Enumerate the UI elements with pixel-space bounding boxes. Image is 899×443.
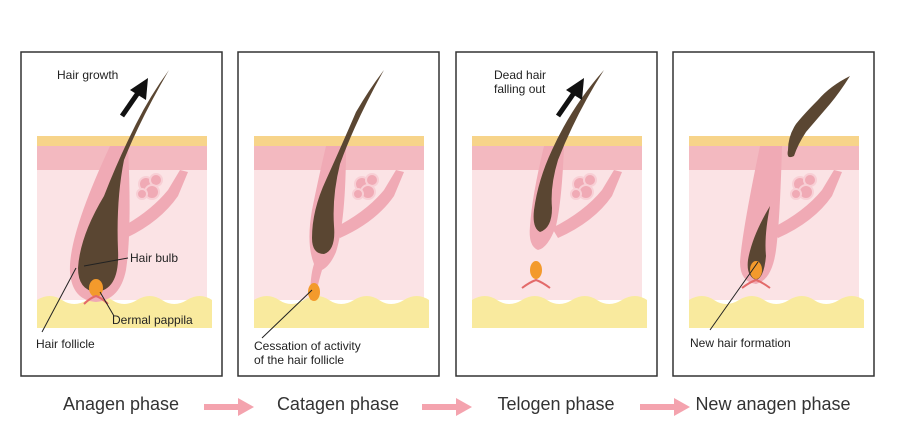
dermal-papilla-shape [530, 261, 542, 279]
falling-arrow-head [566, 78, 584, 100]
cessation-label-line2: of the hair follicle [254, 353, 344, 367]
hair-follicle-label: Hair follicle [36, 337, 95, 351]
hair-growth-label: Hair growth [57, 68, 118, 82]
panel-new-anagen: New hair formation [672, 51, 875, 377]
leader-hair-follicle [41, 267, 77, 333]
panel-telogen: Dead hair falling out [455, 51, 658, 377]
transition-arrow-icon [422, 398, 472, 416]
epidermis-top-layer [254, 136, 424, 146]
growth-arrow-head [130, 78, 148, 100]
fat-layer [472, 296, 647, 328]
sebaceous-gland [352, 173, 379, 200]
sebaceous-gland [790, 173, 817, 200]
hair-bulb-label: Hair bulb [130, 251, 178, 265]
fat-layer [689, 296, 864, 328]
arrector-pili [772, 170, 842, 238]
arrector-pili [552, 170, 622, 238]
epidermis-top-layer [37, 136, 207, 146]
arrector-pili [334, 170, 404, 238]
leader-new-hair [709, 261, 759, 331]
panel-frame [455, 51, 658, 377]
shed-hair [787, 76, 850, 158]
phase-label-telogen: Telogen phase [497, 394, 615, 414]
dermal-papilla-shape [308, 283, 320, 301]
leader-cessation [261, 289, 313, 339]
arrector-pili [120, 170, 188, 238]
fat-layer [254, 296, 429, 328]
sebaceous-gland [136, 173, 163, 200]
phase-label-new-anagen: New anagen phase [695, 394, 851, 414]
capillary [521, 278, 551, 289]
cessation-label-line1: Cessation of activity [254, 339, 361, 353]
leader-dermal-papilla [99, 291, 115, 317]
panel-anagen: Hair growth Hair bulb Dermal pappila Hai… [20, 51, 223, 377]
dermal-papilla-label: Dermal pappila [112, 313, 193, 327]
transition-arrow-icon [640, 398, 690, 416]
sebaceous-gland [570, 173, 597, 200]
leader-hair-bulb [83, 257, 129, 267]
phase-label-anagen: Anagen phase [62, 394, 180, 414]
phase-label-catagen: Catagen phase [276, 394, 400, 414]
panel-frame [237, 51, 440, 377]
dermal-papilla-shape [750, 261, 762, 279]
epidermis-top-layer [689, 136, 859, 146]
dead-hair-label-line1: Dead hair [494, 68, 546, 82]
panel-catagen: Cessation of activity of the hair follic… [237, 51, 440, 377]
new-hair-formation-label: New hair formation [690, 336, 791, 350]
capillary [741, 278, 771, 289]
transition-arrow-icon [204, 398, 254, 416]
panel-frame [20, 51, 223, 377]
hair-shaft [78, 70, 169, 292]
fat-layer [37, 296, 212, 328]
hair-shaft [312, 70, 384, 254]
new-hair-shaft [747, 206, 770, 280]
capillary [83, 294, 109, 305]
dead-hair-label-line2: falling out [494, 82, 546, 96]
dermal-papilla-shape [89, 279, 103, 297]
panel-frame [672, 51, 875, 377]
hair-shaft [533, 70, 604, 232]
